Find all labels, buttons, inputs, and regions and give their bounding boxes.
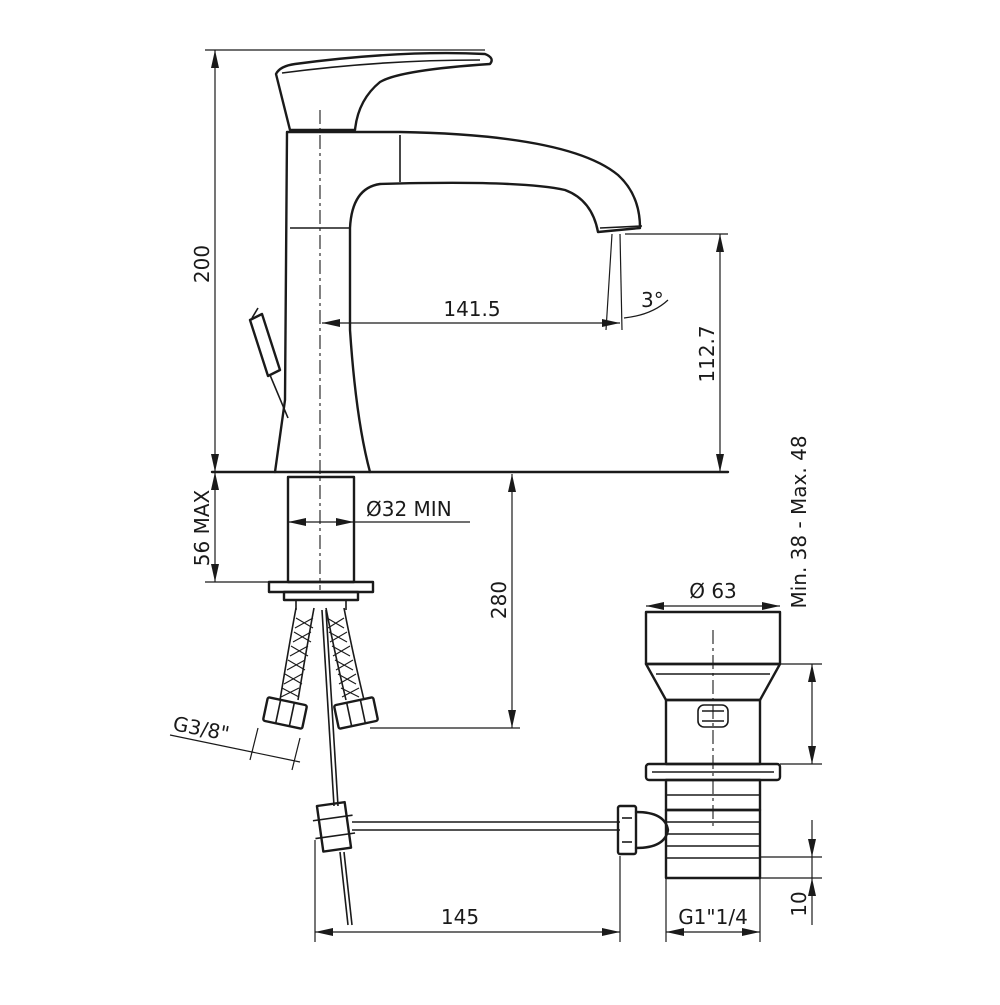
faucet-body: [273, 130, 642, 474]
label-max-deck-thickness: 56 MAX: [190, 489, 214, 566]
label-drain-thread-length: 10: [787, 891, 811, 916]
pop-up-drain: [616, 610, 782, 880]
label-spout-height: 112.7: [695, 325, 719, 382]
label-drain-rod-length: 145: [441, 905, 479, 929]
left-hose-nut: [262, 696, 308, 730]
handle-lever: [274, 51, 493, 132]
drain-lever: [248, 307, 289, 419]
label-drain-diameter: Ø 63: [689, 579, 737, 603]
mounting-shank: [267, 475, 375, 610]
label-hose-thread: G3/8": [171, 711, 231, 745]
label-drain-thread: G1"1/4: [678, 905, 748, 929]
drain-linkage: [312, 609, 620, 926]
label-hole-diameter: Ø32 MIN: [366, 497, 452, 521]
label-hose-length: 280: [487, 581, 511, 619]
faucet: [210, 51, 730, 474]
pull-rod: [321, 609, 335, 807]
rod-clamp: [312, 800, 356, 853]
right-hose-nut: [333, 696, 379, 730]
flexible-hoses: [262, 607, 379, 730]
label-spout-reach: 141.5: [443, 297, 500, 321]
label-drain-range: Min. 38 - Max. 48: [787, 435, 811, 608]
dimension-lines: [169, 49, 822, 942]
label-overall-height: 200: [190, 245, 214, 283]
label-spout-angle: 3°: [641, 288, 664, 312]
